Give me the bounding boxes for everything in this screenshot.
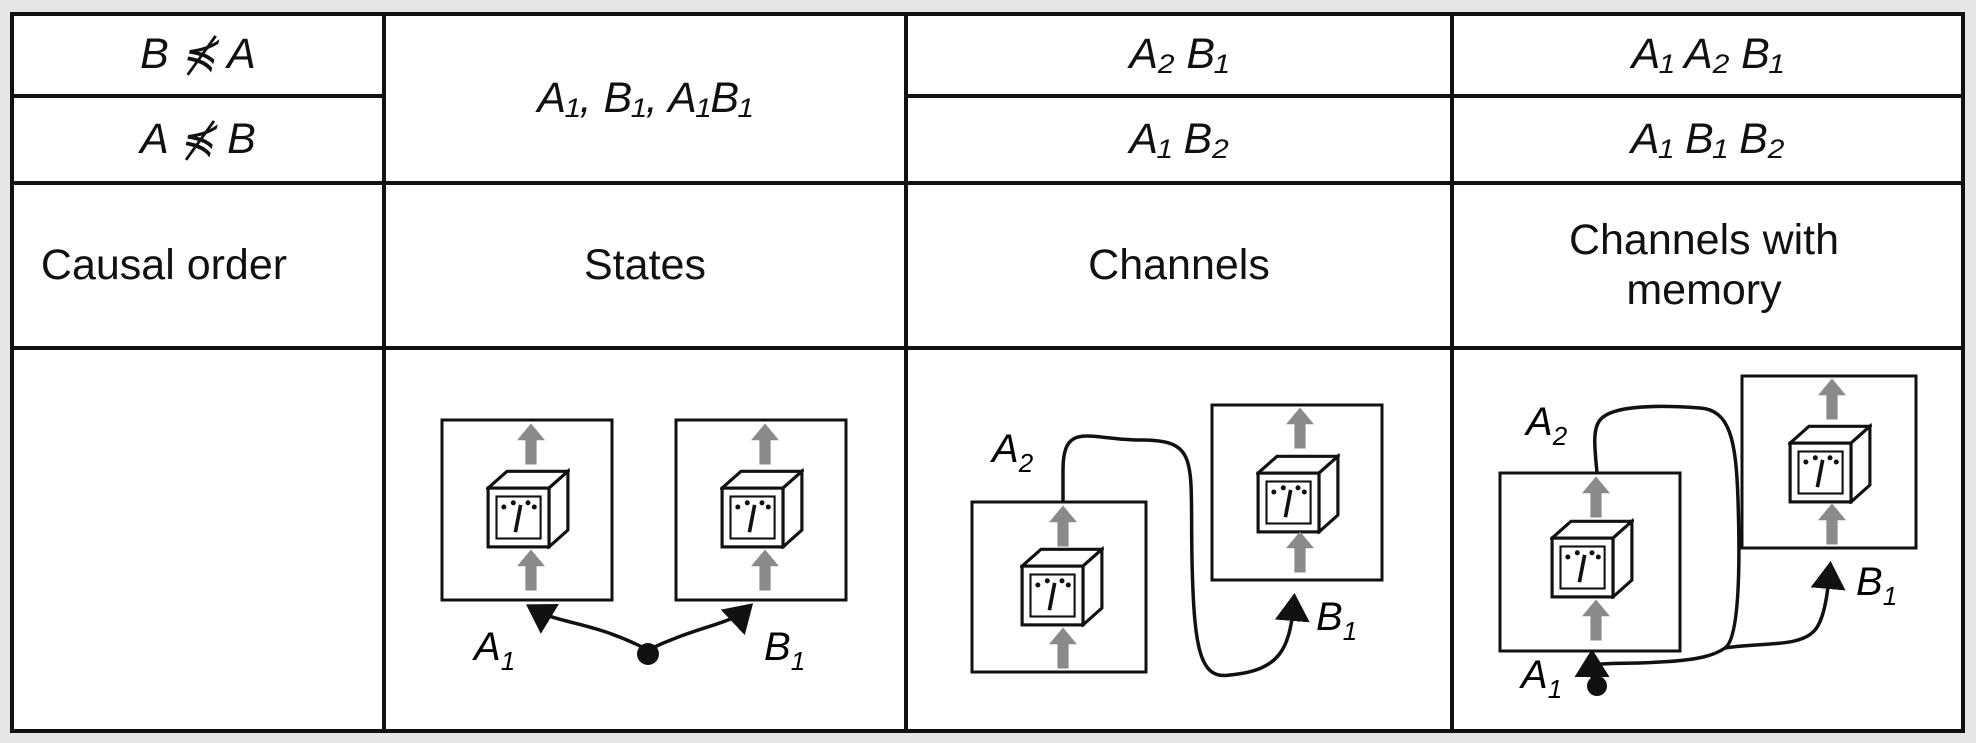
channels-diagram: A2 B1 [970, 403, 1384, 678]
memory-row2: A₁ B₁ B₂ [1630, 114, 1785, 163]
row-label-b-not-before-a: B ⋠ A [140, 30, 256, 79]
header-causal-order: Causal order [40, 240, 288, 289]
memory-label-a2: A2 [1524, 400, 1568, 451]
header-channels-with-memory: Channels with memory [1568, 216, 1840, 314]
row-label-a-not-before-b: A ⋠ B [140, 114, 256, 163]
memory-diagram: A2 B1 A1 [1498, 374, 1918, 704]
states-label-a1: A1 [472, 625, 515, 676]
header-states: States [584, 240, 706, 289]
memory-row1: A₁ A₂ B₁ [1631, 30, 1784, 79]
states-events: A₁, B₁, A₁B₁ [537, 73, 753, 122]
header-channels: Channels [1088, 240, 1270, 289]
states-diagram: A1 B1 [440, 418, 848, 676]
channels-label-a2: A2 [990, 427, 1034, 478]
channels-label-b1: B1 [1316, 595, 1357, 646]
memory-label-a1: A1 [1519, 653, 1562, 704]
memory-label-b1: B1 [1856, 560, 1897, 611]
channels-row1: A₂ B₁ [1129, 30, 1229, 79]
states-label-b1: B1 [764, 625, 805, 676]
channels-row2: A₁ B₂ [1129, 114, 1229, 163]
